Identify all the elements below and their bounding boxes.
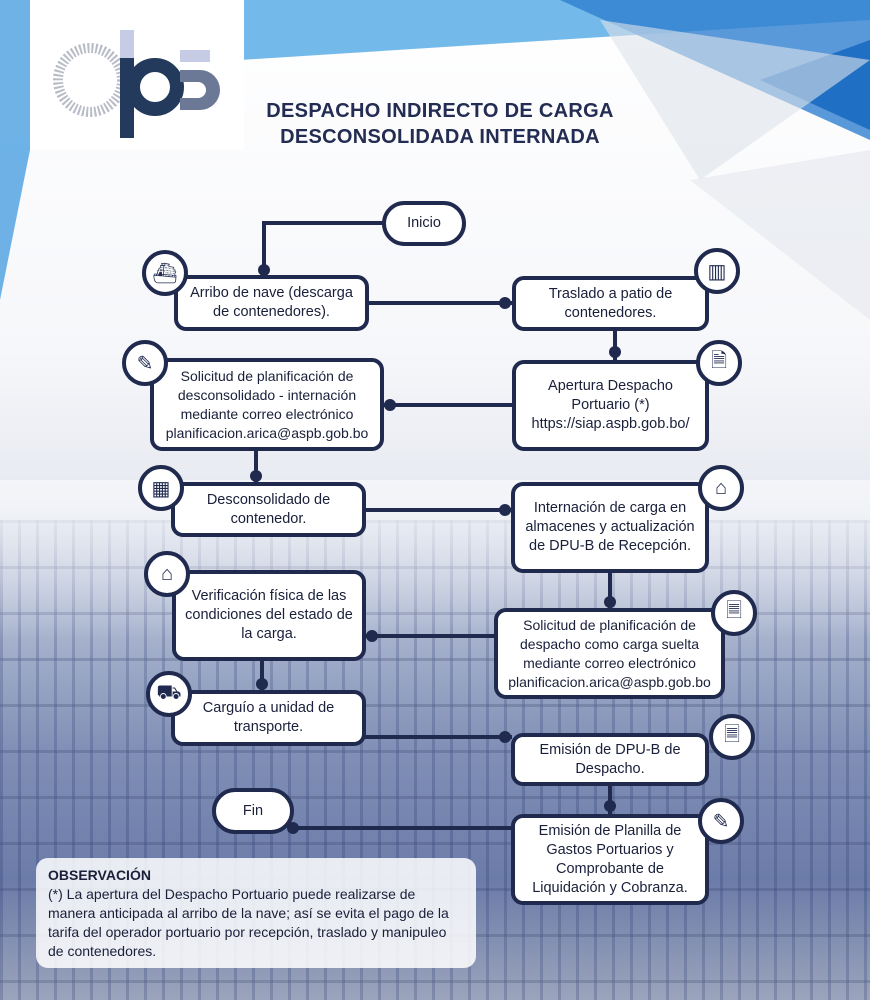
observation-text: (*) La apertura del Despacho Portuario p… <box>48 886 449 959</box>
title-line-1: DESPACHO INDIRECTO DE CARGA <box>266 100 614 122</box>
step-internacion-carga: Internación de carga en almacenes y actu… <box>511 482 709 573</box>
step-text: Solicitud de planificación de desconsoli… <box>165 367 369 441</box>
step-traslado-patio: Traslado a patio de contenedores. <box>512 276 709 331</box>
form-pen-icon: ✎ <box>698 798 744 844</box>
observation-title: OBSERVACIÓN <box>48 867 151 883</box>
boxes-icon: ▦ <box>138 465 184 511</box>
step-text: Arribo de nave (descarga de contenedores… <box>190 285 353 320</box>
step-emision-planilla: Emisión de Planilla de Gastos Portuarios… <box>511 814 709 905</box>
start-label: Inicio <box>407 215 441 231</box>
step-solicitud-despacho: Solicitud de planificación de despacho c… <box>494 608 725 699</box>
crane-container-icon: ▥ <box>694 248 740 294</box>
page-title: DESPACHO INDIRECTO DE CARGA DESCONSOLIDA… <box>230 98 650 150</box>
title-line-2: DESCONSOLIDADA INTERNADA <box>280 126 600 148</box>
form-pen-icon: ✎ <box>122 340 168 386</box>
end-label: Fin <box>242 802 264 819</box>
documents-pen-icon: 🗎 <box>696 340 742 386</box>
step-text: Verificación física de las condiciones d… <box>185 588 353 642</box>
warehouse-worker-icon: ⌂ <box>698 465 744 511</box>
background-triangles <box>0 0 870 320</box>
document-icon: 🗏 <box>709 714 755 760</box>
step-text: Carguío a unidad de transporte. <box>202 700 335 735</box>
step-text: Internación de carga en almacenes y actu… <box>525 500 695 554</box>
step-solicitud-desconsolidado: Solicitud de planificación de desconsoli… <box>150 358 384 451</box>
step-apertura-despacho: Apertura Despacho Portuario (*) https://… <box>512 360 709 451</box>
step-text: Emisión de Planilla de Gastos Portuarios… <box>532 822 688 896</box>
step-desconsolidado: Desconsolidado de contenedor. <box>171 482 366 537</box>
step-emision-dpu: Emisión de DPU-B de Despacho. <box>511 733 709 786</box>
document-icon: 🗏 <box>711 590 757 636</box>
logo <box>30 0 244 150</box>
observation-note: OBSERVACIÓN (*) La apertura del Despacho… <box>36 858 476 968</box>
step-carguio: Carguío a unidad de transporte. <box>171 690 366 746</box>
step-verificacion-fisica: Verificación física de las condiciones d… <box>172 570 366 661</box>
step-text: Traslado a patio de contenedores. <box>548 285 673 321</box>
step-text: Emisión de DPU-B de Despacho. <box>539 741 681 777</box>
end-node: Fin <box>212 788 294 834</box>
step-text: Desconsolidado de contenedor. <box>206 491 331 527</box>
step-text: Apertura Despacho Portuario (*) https://… <box>531 378 690 432</box>
ship-icon: ⛴ <box>142 250 188 296</box>
start-node: Inicio <box>382 201 466 246</box>
warehouse-worker-icon: ⌂ <box>144 551 190 597</box>
step-arribo-nave: Arribo de nave (descarga de contenedores… <box>174 275 369 331</box>
truck-icon: ⛟ <box>146 671 192 717</box>
step-text: Solicitud de planificación de despacho c… <box>508 616 711 690</box>
